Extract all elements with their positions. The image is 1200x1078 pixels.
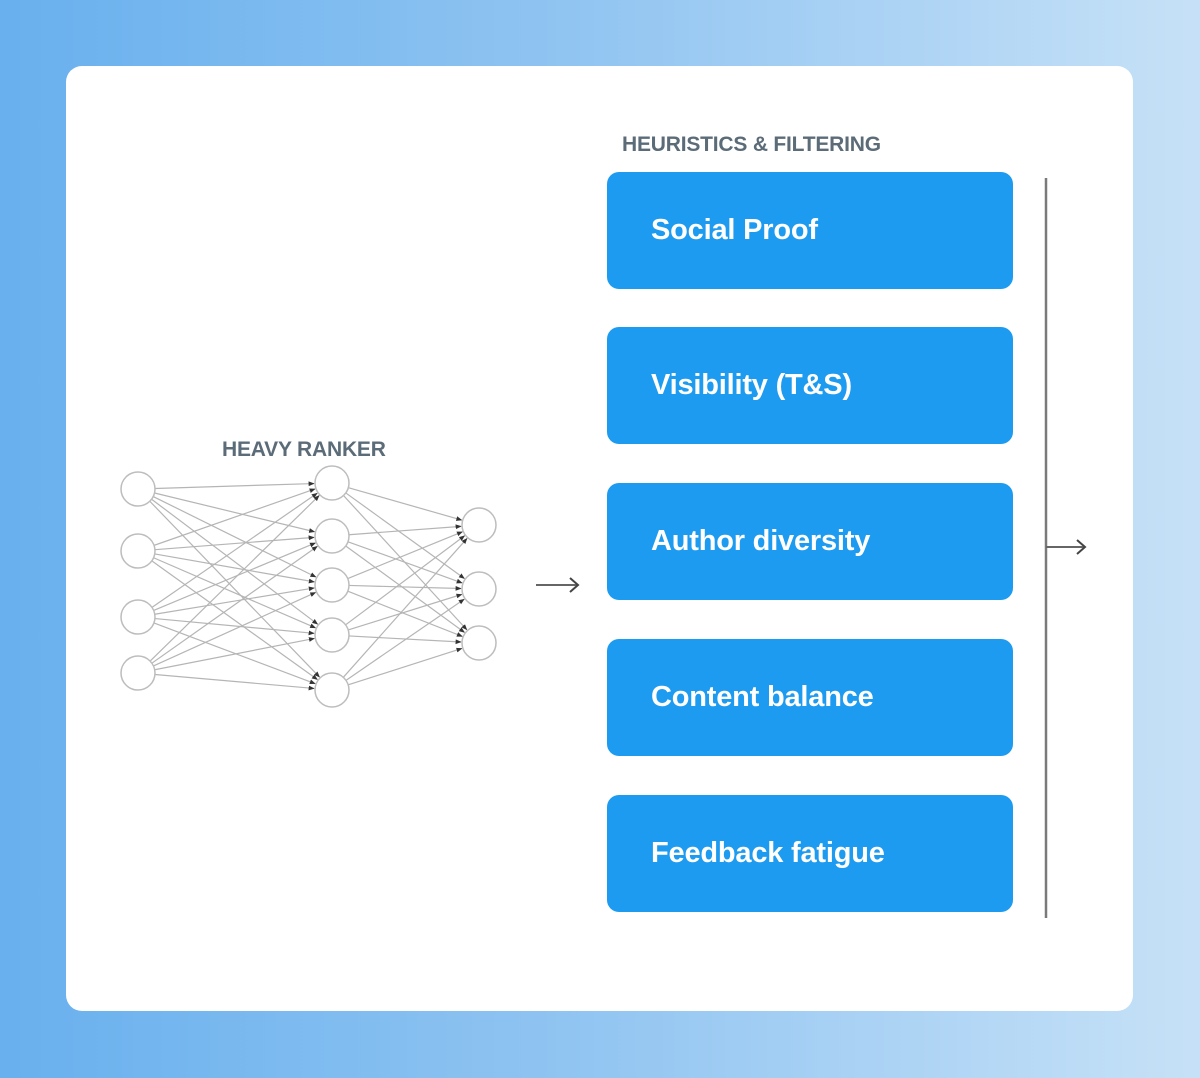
nn-node [314, 617, 350, 653]
nn-edge [345, 535, 466, 626]
nn-edge [345, 545, 465, 633]
nn-edge [151, 498, 319, 625]
nn-edge [348, 524, 462, 536]
nn-node [461, 625, 497, 661]
nn-node [314, 672, 350, 708]
nn-edge [348, 647, 463, 686]
nn-edge [347, 531, 463, 580]
nn-edge [154, 673, 315, 691]
nn-edge [348, 593, 463, 631]
neural-network-edges [149, 481, 468, 691]
nn-node [461, 507, 497, 543]
neural-network-nodes [120, 465, 497, 708]
nn-node [120, 471, 156, 507]
heavy-ranker-label: HEAVY RANKER [222, 438, 386, 461]
nn-edge [348, 487, 463, 521]
nn-edge [154, 481, 315, 490]
nn-edge [154, 535, 315, 551]
heuristic-box-author-diversity[interactable]: Author diversity [607, 483, 1013, 600]
nn-edge [345, 598, 465, 681]
nn-node [120, 599, 156, 635]
nn-node [461, 571, 497, 607]
output-arrow-icon [1046, 539, 1087, 555]
nn-edge [151, 560, 318, 681]
nn-edge [342, 537, 468, 678]
nn-edge [151, 545, 318, 664]
nn-edge [151, 492, 318, 608]
heuristic-box-visibility[interactable]: Visibility (T&S) [607, 327, 1013, 444]
heuristics-filtering-label: HEURISTICS & FILTERING [622, 133, 881, 156]
nn-node [120, 533, 156, 569]
right-arrow-icon [536, 577, 580, 593]
nn-edge [154, 617, 315, 636]
nn-edge [152, 496, 317, 578]
nn-node [314, 518, 350, 554]
nn-edge [154, 553, 315, 584]
nn-node [314, 567, 350, 603]
nn-edge [153, 557, 317, 629]
nn-edge [153, 622, 316, 685]
heuristic-label: Content balance [651, 681, 874, 713]
nn-edge [345, 492, 465, 579]
heuristic-box-content-balance[interactable]: Content balance [607, 639, 1013, 756]
nn-edge [154, 637, 315, 671]
heuristic-label: Visibility (T&S) [651, 369, 852, 401]
nn-edge [348, 635, 462, 645]
heuristic-label: Feedback fatigue [651, 837, 885, 869]
heuristic-label: Author diversity [651, 525, 871, 557]
nn-edge [153, 488, 316, 546]
nn-edge [348, 584, 462, 591]
nn-edge [153, 591, 317, 667]
nn-edge [149, 500, 320, 678]
diagram-card: HEAVY RANKER HEURISTICS & FILTERING Soci… [66, 66, 1133, 1011]
nn-edge [347, 541, 463, 584]
nn-edge [347, 590, 463, 637]
heuristic-label: Social Proof [651, 214, 818, 246]
nn-edge [149, 495, 320, 662]
heuristic-box-feedback-fatigue[interactable]: Feedback fatigue [607, 795, 1013, 912]
nn-edge [153, 542, 316, 612]
nn-node [314, 465, 350, 501]
nn-node [120, 655, 156, 691]
nn-edge [154, 492, 316, 533]
nn-edge [154, 586, 315, 615]
heuristic-box-social-proof[interactable]: Social Proof [607, 172, 1013, 289]
